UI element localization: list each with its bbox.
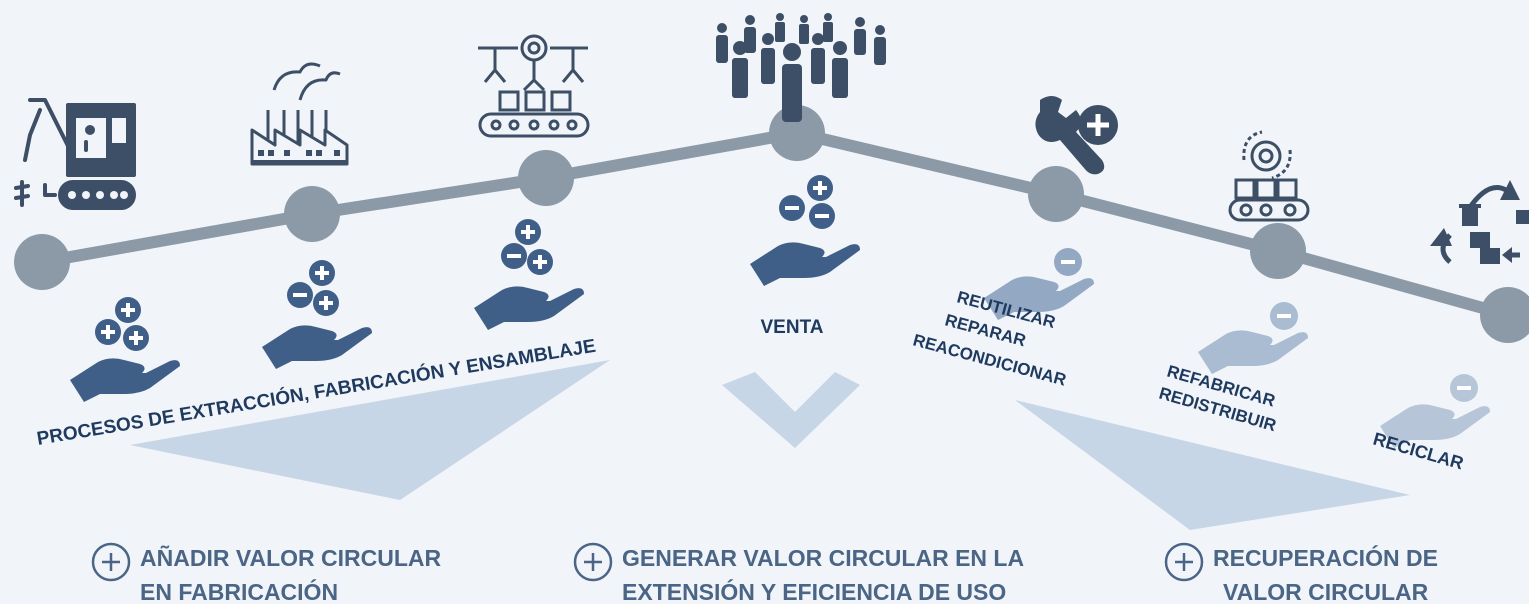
funnel-recuperacion (1015, 400, 1410, 530)
plus-circle-icon (1164, 542, 1204, 582)
plus-circle-icon (91, 542, 131, 582)
factory-icon (250, 62, 349, 166)
recycle-cycle-icon (1430, 180, 1529, 264)
caption-fabricacion-line1: AÑADIR VALOR CIRCULAR (140, 544, 442, 571)
caption-recuperacion: RECUPERACIÓN DE VALOR CIRCULAR (1164, 542, 1438, 604)
node-ensamblaje (518, 150, 574, 206)
caption-recuperacion-line2: VALOR CIRCULAR (1223, 579, 1429, 604)
label-venta: VENTA (761, 317, 824, 338)
node-reciclar (1480, 287, 1529, 343)
caption-uso-line1: GENERAR VALOR CIRCULAR EN LA (622, 545, 1024, 571)
hand-coins-icon-fabricacion (262, 260, 372, 369)
node-reutilizar (1028, 166, 1084, 222)
caption-fabricacion-line2: EN FABRICACIÓN (140, 578, 338, 604)
hand-coins-icon-venta (750, 175, 860, 286)
caption-uso: GENERAR VALOR CIRCULAR EN LA EXTENSIÓN Y… (573, 542, 1024, 604)
plus-circle-icon (573, 542, 613, 582)
hand-coin-icon-reciclar (1380, 374, 1490, 448)
caption-uso-line2: EXTENSIÓN Y EFICIENCIA DE USO (622, 578, 1006, 604)
caption-fabricacion: AÑADIR VALOR CIRCULAR EN FABRICACIÓN (91, 542, 442, 604)
mining-excavator-icon (14, 98, 136, 210)
label-refabricar-group: REFABRICAR REDISTRIBUIR (1157, 362, 1278, 436)
node-extraccion (14, 234, 70, 290)
assembly-line-icon (478, 34, 590, 138)
hand-coins-icon-ensamblaje (474, 219, 584, 330)
remanufacture-conveyor-icon (1228, 130, 1310, 222)
node-fabricacion (284, 186, 340, 242)
stage-nodes (14, 105, 1529, 343)
funnel-venta-chevron (722, 372, 860, 448)
crowd-icon (716, 13, 886, 122)
funnel-fabricacion (130, 360, 610, 500)
caption-recuperacion-line1: RECUPERACIÓN DE (1213, 544, 1438, 571)
node-refabricar (1250, 223, 1306, 279)
hand-coin-icon-reutilizar (984, 248, 1094, 320)
hand-coins-icon-extraccion (70, 297, 180, 402)
wrench-plus-icon (1035, 96, 1118, 175)
hand-coin-icon-refabricar (1198, 302, 1308, 374)
